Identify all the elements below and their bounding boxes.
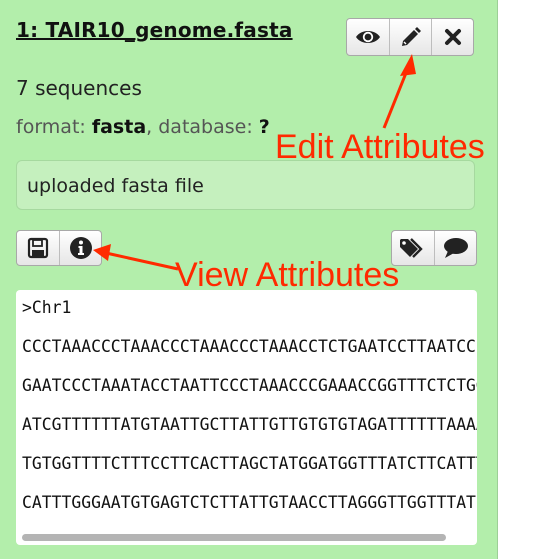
format-line: format: fasta, database: ? — [16, 116, 270, 138]
dataset-peek: >Chr1 CCCTAAACCCTAAACCCTAAACCCTAAACCTCTG… — [16, 290, 477, 545]
database-value: ? — [258, 116, 270, 138]
view-attributes-annotation: View Attributes — [175, 256, 400, 294]
annotation-button[interactable] — [434, 231, 476, 265]
comment-icon — [443, 237, 469, 259]
dataset-panel: 1: TAIR10_genome.fasta — [0, 0, 498, 559]
scrollbar-thumb[interactable] — [22, 534, 446, 541]
delete-button[interactable] — [431, 19, 473, 55]
edit-attributes-annotation: Edit Attributes — [275, 128, 485, 166]
bottom-left-action-group — [16, 230, 102, 266]
eye-icon — [355, 27, 381, 47]
edit-attributes-button[interactable] — [389, 19, 431, 55]
tags-icon — [399, 237, 427, 259]
peek-line: GAATCCCTAAATACCTAATTCCCTAAACCCGAAACCGGTT… — [22, 376, 477, 395]
database-label: , database: — [146, 116, 253, 138]
dataset-info: uploaded fasta file — [16, 160, 475, 210]
peek-horizontal-scrollbar[interactable] — [16, 531, 477, 543]
close-icon — [444, 28, 462, 46]
format-value: fasta — [91, 116, 147, 138]
peek-line: TGTGGTTTTCTTTCCTTCACTTAGCTATGGATGGTTTATC… — [22, 454, 477, 473]
peek-line: CCCTAAACCCTAAACCCTAAACCCTAAACCTCTGAATCCT… — [22, 337, 477, 356]
view-data-button[interactable] — [347, 19, 389, 55]
peek-line: >Chr1 — [22, 298, 72, 317]
floppy-disk-icon — [27, 237, 49, 259]
tags-button[interactable] — [392, 231, 434, 265]
peek-line: CATTTGGGAATGTGAGTCTCTTATTGTAACCTTAGGGTTG… — [22, 493, 477, 512]
info-icon — [69, 236, 93, 260]
pencil-icon — [400, 26, 422, 48]
save-button[interactable] — [17, 231, 59, 265]
bottom-right-action-group — [391, 230, 477, 266]
sequence-count: 7 sequences — [16, 76, 142, 100]
top-action-group — [346, 18, 474, 56]
view-details-button[interactable] — [59, 231, 101, 265]
dataset-title[interactable]: 1: TAIR10_genome.fasta — [16, 18, 293, 42]
peek-line: ATCGTTTTTTATGTAATTGCTTATTGTTGTGTGTAGATTT… — [22, 415, 477, 434]
format-label: format: — [16, 116, 86, 138]
